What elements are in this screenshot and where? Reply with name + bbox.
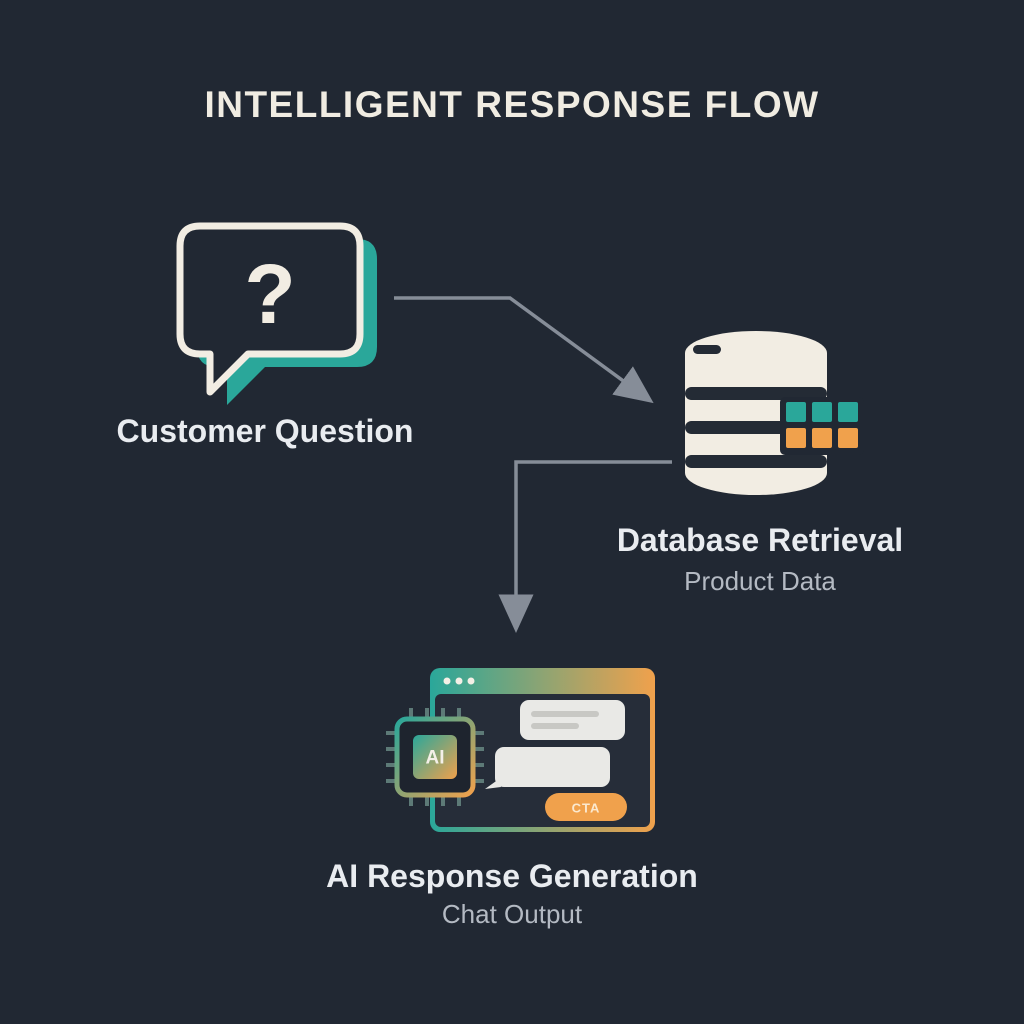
database-retrieval-label: Database Retrieval [616, 522, 904, 558]
database-top [685, 331, 827, 375]
window-dot-1 [443, 677, 451, 685]
question-mark-glyph: ? [244, 247, 295, 341]
arrow-question-to-database [394, 296, 654, 404]
ai-response-label: AI Response Generation [326, 858, 698, 894]
grid-cell-teal-1 [786, 402, 806, 422]
chat-bubble-2 [495, 747, 610, 787]
ai-chip-core [413, 735, 457, 779]
ai-response-sublabel: Chat Output [441, 899, 583, 929]
database-icon [685, 331, 864, 495]
grid-cell-orange-2 [812, 428, 832, 448]
grid-cell-teal-2 [812, 402, 832, 422]
cta-pill-text: CTA [572, 801, 601, 816]
window-dot-2 [455, 677, 463, 685]
ai-chat-window-icon: CTA AI [386, 668, 655, 832]
arrow-database-to-ai [498, 460, 672, 633]
database-retrieval-sublabel: Product Data [684, 566, 836, 596]
customer-question-label: Customer Question [116, 413, 414, 449]
diagram-title: INTELLIGENT RESPONSE FLOW [204, 84, 820, 125]
grid-cell-orange-1 [786, 428, 806, 448]
grid-cell-teal-3 [838, 402, 858, 422]
database-top-highlight [693, 345, 721, 354]
database-band-1 [685, 387, 827, 400]
chat-bubble-1-line-2 [531, 723, 579, 729]
chat-bubble-2-tail [485, 779, 501, 789]
grid-cell-orange-3 [838, 428, 858, 448]
speech-bubble-question-icon: ? [176, 222, 377, 405]
ai-chip-text: AI [426, 748, 445, 769]
window-dot-3 [467, 677, 475, 685]
chat-bubble-1 [520, 700, 625, 740]
database-band-3 [685, 455, 827, 468]
chat-bubble-1-line-1 [531, 711, 599, 717]
speech-bubble-outline [176, 222, 364, 396]
cta-pill [545, 793, 627, 821]
